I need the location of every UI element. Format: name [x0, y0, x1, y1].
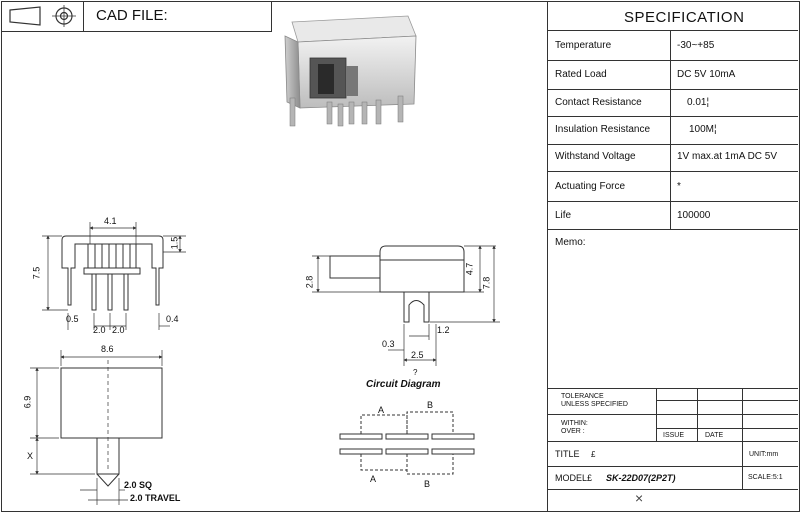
spec-label-life: Life: [555, 210, 572, 221]
model-label: MODEL£: [555, 473, 593, 483]
dim-front-pitch-a: 2.0: [93, 325, 106, 335]
within-label: WITHIN:: [561, 420, 588, 427]
spec-value-withstand-voltage: 1V max.at 1mA DC 5V: [677, 151, 778, 162]
technical-drawing: [30, 15, 500, 505]
spec-rule: [547, 89, 798, 90]
unit-label: UNIT:mm: [749, 451, 779, 458]
dim-side-w2: 0.3: [382, 339, 395, 349]
title-block-column: [742, 388, 743, 489]
circuit-label-a-top: A: [378, 405, 385, 415]
circuit-label-a-bottom: A: [370, 474, 377, 484]
dim-front-right-offset: 0.4: [166, 314, 179, 324]
front-view-dimensions: [42, 222, 186, 330]
spec-rule: [547, 116, 798, 117]
side-view: [329, 245, 465, 323]
dim-front-left-offset: 0.5: [66, 314, 79, 324]
spec-rule: [547, 144, 798, 145]
dim-side-h1: 4.7: [464, 262, 475, 276]
bottom-view: [60, 360, 163, 487]
spec-label-actuating-force: Actuating Force: [555, 181, 626, 192]
dim-bottom-sq: 2.0 SQ: [124, 480, 153, 490]
dim-bottom-width: 8.6: [101, 344, 114, 354]
spec-title: SPECIFICATION: [624, 9, 745, 26]
dim-side-w3: 2.5: [411, 350, 424, 360]
projection-symbol-icon: [9, 5, 76, 27]
circuit-diagram: [339, 411, 475, 475]
spec-value-actuating-force: *: [677, 181, 681, 192]
spec-left-border: [547, 1, 548, 511]
dim-front-width: 4.1: [104, 216, 117, 226]
unless-specified-label: UNLESS SPECIFIED: [561, 401, 628, 408]
title-block-rule: [547, 489, 798, 490]
spec-value-life: 100000: [677, 210, 711, 221]
model-value: SK-22D07(2P2T): [606, 473, 676, 483]
dim-front-pitch-b: 2.0: [112, 325, 125, 335]
spec-rule: [547, 60, 798, 61]
spec-rule: [547, 229, 798, 230]
title-block-rule: [547, 388, 798, 389]
dim-side-h2: 7.8: [481, 276, 492, 290]
spec-label-withstand-voltage: Withstand Voltage: [555, 151, 636, 162]
title-block-column: [656, 388, 657, 441]
spec-label-contact-resistance: Contact Resistance: [555, 97, 642, 108]
scale-label: SCALE:5:1: [748, 474, 783, 481]
dim-side-left-h: 2.8: [304, 275, 315, 289]
title-block-rule: [656, 400, 798, 401]
spec-label-rated-load: Rated Load: [555, 69, 607, 80]
title-block-rule: [547, 414, 798, 415]
dim-bottom-x: X: [27, 451, 34, 461]
front-view: [61, 235, 164, 311]
spec-rule: [547, 30, 798, 31]
issue-label: ISSUE: [663, 432, 685, 439]
title-block-rule: [656, 428, 798, 429]
title-block-rule: [547, 441, 798, 442]
spec-label-temperature: Temperature: [555, 40, 612, 51]
close-mark-icon: ×: [635, 490, 644, 506]
spec-rule: [547, 171, 798, 172]
circuit-diagram-title: Circuit Diagram: [366, 379, 441, 390]
dim-front-height: 7.5: [31, 266, 42, 280]
switch-3d-render: [284, 15, 417, 127]
header-divider: [83, 2, 84, 32]
spec-label-insulation-resistance: Insulation Resistance: [555, 124, 651, 135]
spec-value-rated-load: DC 5V 10mA: [677, 69, 736, 80]
header-box: [1, 1, 272, 32]
bottom-view-dimensions: [30, 350, 163, 505]
circuit-label-b-bottom: B: [424, 479, 431, 489]
dim-side-w1: 1.2: [437, 325, 450, 335]
memo-label: Memo:: [555, 237, 586, 248]
over-label: OVER :: [561, 428, 585, 435]
tolerance-label: TOLERANCE: [561, 393, 604, 400]
side-view-dimensions: [312, 245, 500, 366]
circuit-label-b-top: B: [427, 400, 434, 410]
title-value: £: [591, 450, 596, 459]
title-block-rule: [547, 466, 798, 467]
title-label: TITLE: [555, 449, 580, 459]
dim-bottom-travel: 2.0 TRAVEL: [130, 493, 181, 503]
dim-front-side: 1.5: [169, 236, 180, 250]
spec-rule: [547, 201, 798, 202]
date-label: DATE: [705, 432, 724, 439]
spec-column-divider: [670, 30, 671, 230]
dim-bottom-height: 6.9: [22, 395, 33, 409]
dim-side-q: ?: [413, 368, 418, 377]
spec-value-insulation-resistance: 100M¦: [689, 124, 717, 135]
cad-file-label: CAD FILE:: [96, 7, 168, 24]
title-block-column: [697, 388, 698, 441]
spec-value-contact-resistance: 0.01¦: [687, 97, 710, 108]
spec-value-temperature: -30~+85: [677, 40, 715, 51]
